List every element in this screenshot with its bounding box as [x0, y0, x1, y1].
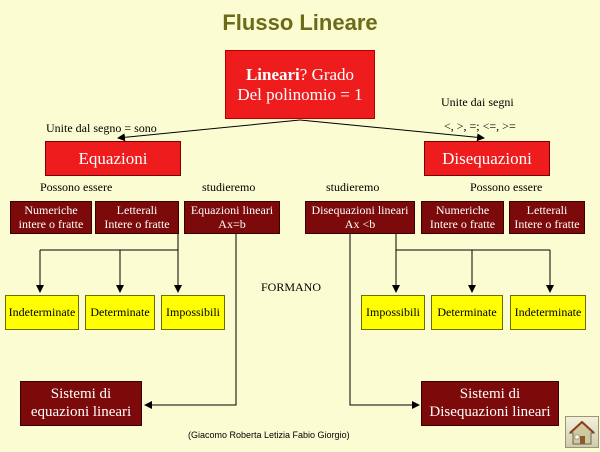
label-studieremo-left: studieremo — [202, 180, 256, 194]
lineari-line2: Del polinomio = 1 — [237, 84, 363, 104]
result-impossibili-right: Impossibili — [361, 295, 425, 330]
equazioni-box: Equazioni — [45, 141, 181, 176]
disequazioni-box: Disequazioni — [424, 141, 550, 176]
home-icon — [568, 420, 596, 445]
label-formano: FORMANO — [261, 280, 322, 294]
label-unite-segno: Unite dal segno = sono — [46, 121, 157, 135]
label-studieremo-right: studieremo — [326, 180, 380, 194]
page-title: Flusso Lineare — [222, 10, 378, 35]
arrow-to-sistemi-right — [349, 234, 420, 409]
home-button[interactable] — [565, 416, 599, 448]
credits: (Giacomo Roberta Letizia Fabio Giorgio) — [188, 430, 350, 440]
label-possono-left: Possono essere — [40, 180, 113, 194]
result-indeterminate-right: Indeterminate — [510, 295, 586, 330]
arrow-to-sistemi-left — [144, 234, 237, 409]
arrow-to-disequazioni — [299, 119, 485, 142]
result-determinate-left: Determinate — [85, 295, 155, 330]
label-segni-simboli: <, >, =; <=, >= — [444, 119, 516, 133]
result-indeterminate-left: Indeterminate — [5, 295, 79, 330]
result-impossibili-left: Impossibili — [161, 295, 225, 330]
lineari-box: Lineari? Grado Del polinomio = 1 — [225, 50, 375, 119]
result-determinate-right: Determinate — [431, 295, 503, 330]
arrow-to-equazioni — [117, 119, 301, 142]
label-unite-segni: Unite dai segni — [441, 95, 514, 109]
lineari-line1: Lineari? Grado — [245, 64, 355, 84]
label-possono-right: Possono essere — [470, 180, 543, 194]
